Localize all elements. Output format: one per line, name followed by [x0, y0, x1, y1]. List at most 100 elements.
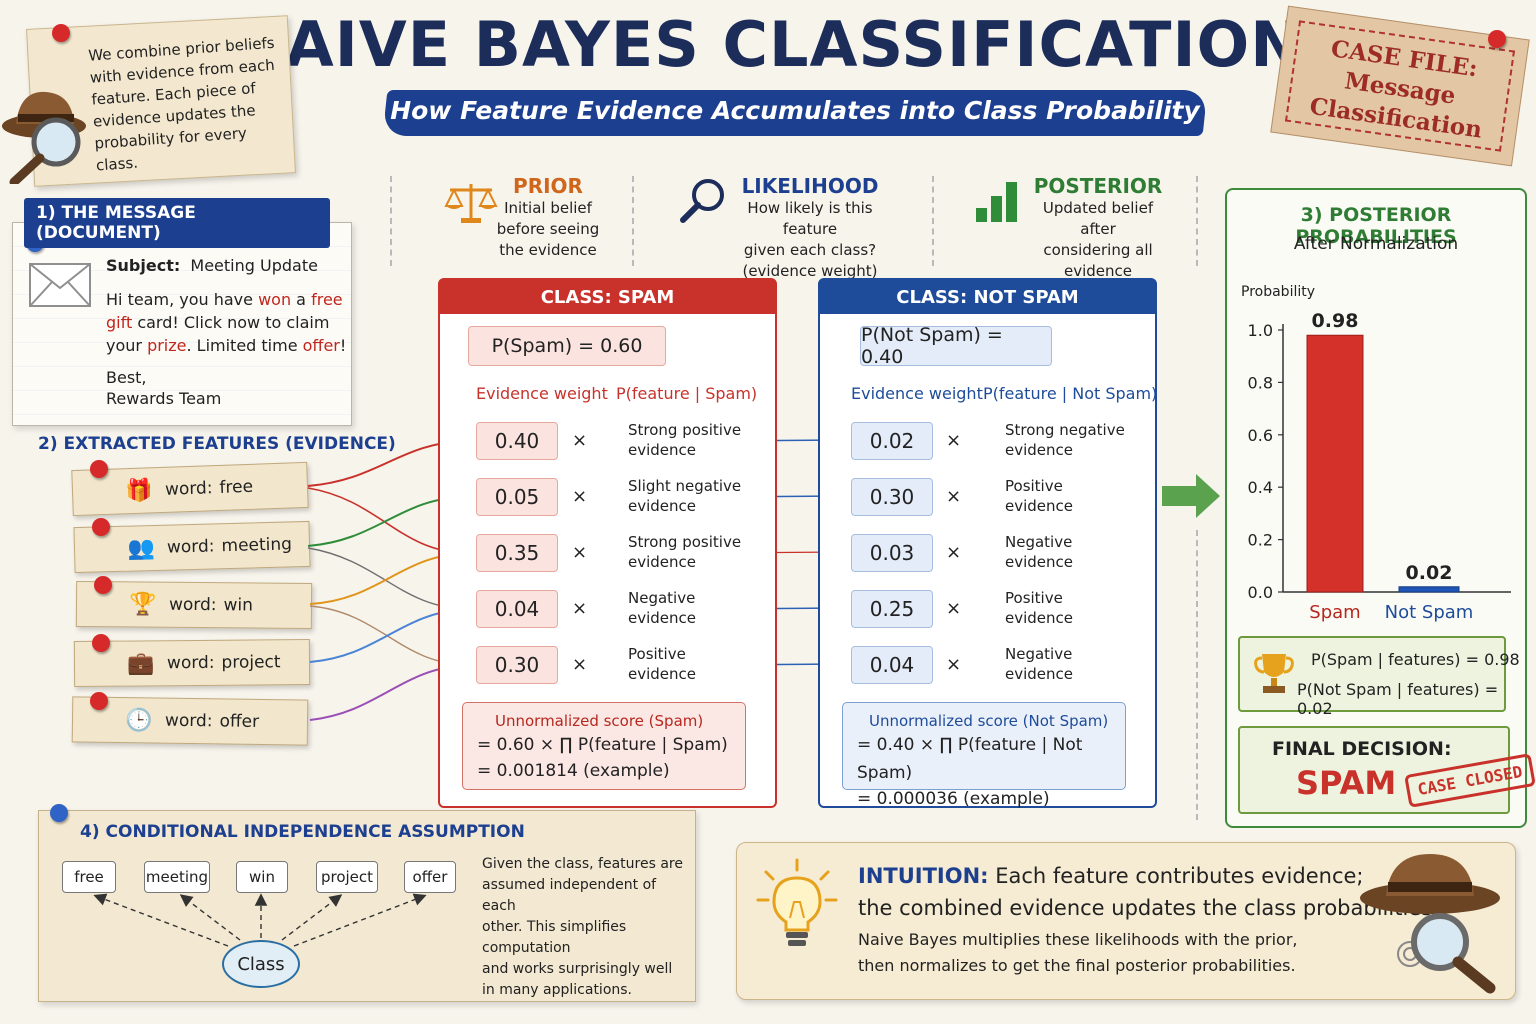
lightbulb-icon — [756, 858, 838, 946]
feature-prefix: word: — [166, 652, 215, 674]
bar-value-label: 0.02 — [1406, 562, 1453, 584]
pushpin-icon — [1488, 30, 1506, 48]
posterior-summary-spam: P(Spam | features) = 0.98 — [1311, 650, 1520, 669]
not-spam-feature-col-label: P(feature | Not Spam) — [983, 384, 1158, 403]
posterior-section-label: 3) POSTERIOR PROBABILITIES — [1295, 204, 1457, 248]
spam-score-value: = 0.001814 (example) — [477, 761, 670, 781]
y-tick-label: 0.8 — [1248, 373, 1273, 392]
feature-word: meeting — [221, 534, 293, 557]
y-tick-label: 0.2 — [1248, 531, 1273, 550]
spam-prior: P(Spam) = 0.60 — [468, 326, 666, 366]
divider — [632, 176, 634, 266]
pushpin-icon — [90, 460, 108, 478]
magnifier-icon — [680, 179, 724, 223]
feature-prefix: word: — [166, 536, 215, 558]
scales-icon — [444, 184, 498, 223]
spam-weight-value: 0.40 — [476, 422, 558, 460]
y-tick-label: 1.0 — [1248, 321, 1273, 340]
multiply-symbol: × — [946, 654, 962, 675]
feature-word: project — [221, 652, 281, 673]
divider — [1196, 176, 1198, 266]
spam-score-formula: = 0.60 × ∏ P(feature | Spam) — [477, 735, 728, 755]
multiply-symbol: × — [946, 430, 962, 451]
category-label: Not Spam — [1385, 602, 1474, 623]
not-spam-weight-value: 0.25 — [851, 590, 933, 628]
spam-weight-value: 0.30 — [476, 646, 558, 684]
not-spam-score-value: = 0.000036 (example) — [857, 789, 1050, 809]
gift-icon: 🎁 — [124, 477, 154, 504]
not-spam-score-title: Unnormalized score (Not Spam) — [869, 712, 1109, 730]
feature-word: free — [219, 476, 254, 498]
message-signoff: Best, — [106, 368, 147, 387]
detective-hat-magnifier-icon — [1360, 854, 1500, 994]
multiply-symbol: × — [572, 430, 588, 451]
spam-weight-value: 0.35 — [476, 534, 558, 572]
message-body-line-1: Hi team, you have won a free — [106, 290, 343, 309]
multiply-symbol: × — [946, 598, 962, 619]
chart-y-label: Probability — [1241, 284, 1316, 300]
intro-note-text: We combine prior beliefs with evidence f… — [87, 33, 276, 175]
word-node-project: project — [316, 861, 378, 893]
not-spam-weight-value: 0.30 — [851, 478, 933, 516]
multiply-symbol: × — [572, 542, 588, 563]
spam-weight-value: 0.05 — [476, 478, 558, 516]
intuition-box — [736, 842, 1516, 1000]
features-section-label: 2) EXTRACTED FEATURES (EVIDENCE) — [38, 434, 396, 454]
briefcase-icon: 💼 — [127, 650, 155, 677]
final-decision-value: SPAM — [1296, 764, 1397, 802]
message-sender: Rewards Team — [106, 389, 222, 408]
pushpin-icon — [50, 804, 68, 822]
word-node-free: free — [62, 861, 116, 893]
conditional-text: Given the class, features are assumed in… — [482, 856, 683, 998]
spam-score-title: Unnormalized score (Spam) — [495, 712, 704, 730]
message-body-line-3: your prize. Limited time offer! — [106, 336, 347, 355]
spam-score-box: Unnormalized score (Spam) = 0.60 × ∏ P(f… — [462, 702, 746, 790]
message-card — [12, 222, 352, 426]
clock-icon: 🕒 — [125, 707, 153, 733]
feature-prefix: word: — [164, 478, 213, 500]
bar-value-label: 0.98 — [1312, 310, 1359, 332]
not-spam-prior: P(Not Spam) = 0.40 — [860, 324, 1052, 368]
message-body-line-2: gift card! Click now to claim — [106, 313, 330, 332]
intuition-line-2: the combined evidence updates the class … — [858, 896, 1439, 920]
prior-column-header: PRIOR Initial belief before seeing the e… — [496, 174, 600, 259]
final-decision-box — [1238, 726, 1510, 814]
message-subject: Subject: Meeting Update — [106, 256, 318, 275]
pushpin-icon — [92, 518, 110, 536]
multiply-symbol: × — [572, 598, 588, 619]
feature-word: win — [223, 595, 254, 616]
pushpin-icon — [52, 24, 70, 42]
not-spam-weight-value: 0.02 — [851, 422, 933, 460]
detective-hat-magnifier-icon — [2, 91, 86, 184]
category-label: Spam — [1309, 602, 1360, 623]
not-spam-weight-col-label: Evidence weight — [851, 384, 983, 403]
pushpin-icon — [94, 576, 112, 594]
page-title: NAIVE BAYES CLASSIFICATION — [232, 8, 1304, 81]
divider — [1196, 530, 1198, 820]
multiply-symbol: × — [946, 542, 962, 563]
class-node: Class — [222, 940, 300, 988]
multiply-symbol: × — [572, 486, 588, 507]
intuition-body-2: then normalizes to get the final posteri… — [858, 956, 1296, 975]
posterior-summary-not-spam: P(Not Spam | features) = 0.02 — [1297, 680, 1499, 718]
spam-feature-col-label: P(feature | Spam) — [616, 384, 758, 403]
posterior-sub-label: After Normalization — [1293, 234, 1459, 254]
not-spam-weight-value: 0.03 — [851, 534, 933, 572]
word-node-offer: offer — [404, 861, 456, 893]
not-spam-score-formula: = 0.40 × ∏ P(feature | Not Spam) — [857, 735, 1083, 783]
not-spam-weight-value: 0.04 — [851, 646, 933, 684]
bar-spam — [1306, 334, 1364, 593]
likelihood-column-header: LIKELIHOOD How likely is this feature gi… — [741, 174, 879, 280]
divider — [390, 176, 392, 266]
pushpin-icon — [92, 634, 110, 652]
people-icon: 👥 — [126, 535, 156, 562]
not-spam-score-box: Unnormalized score (Not Spam) = 0.40 × ∏… — [842, 702, 1126, 809]
